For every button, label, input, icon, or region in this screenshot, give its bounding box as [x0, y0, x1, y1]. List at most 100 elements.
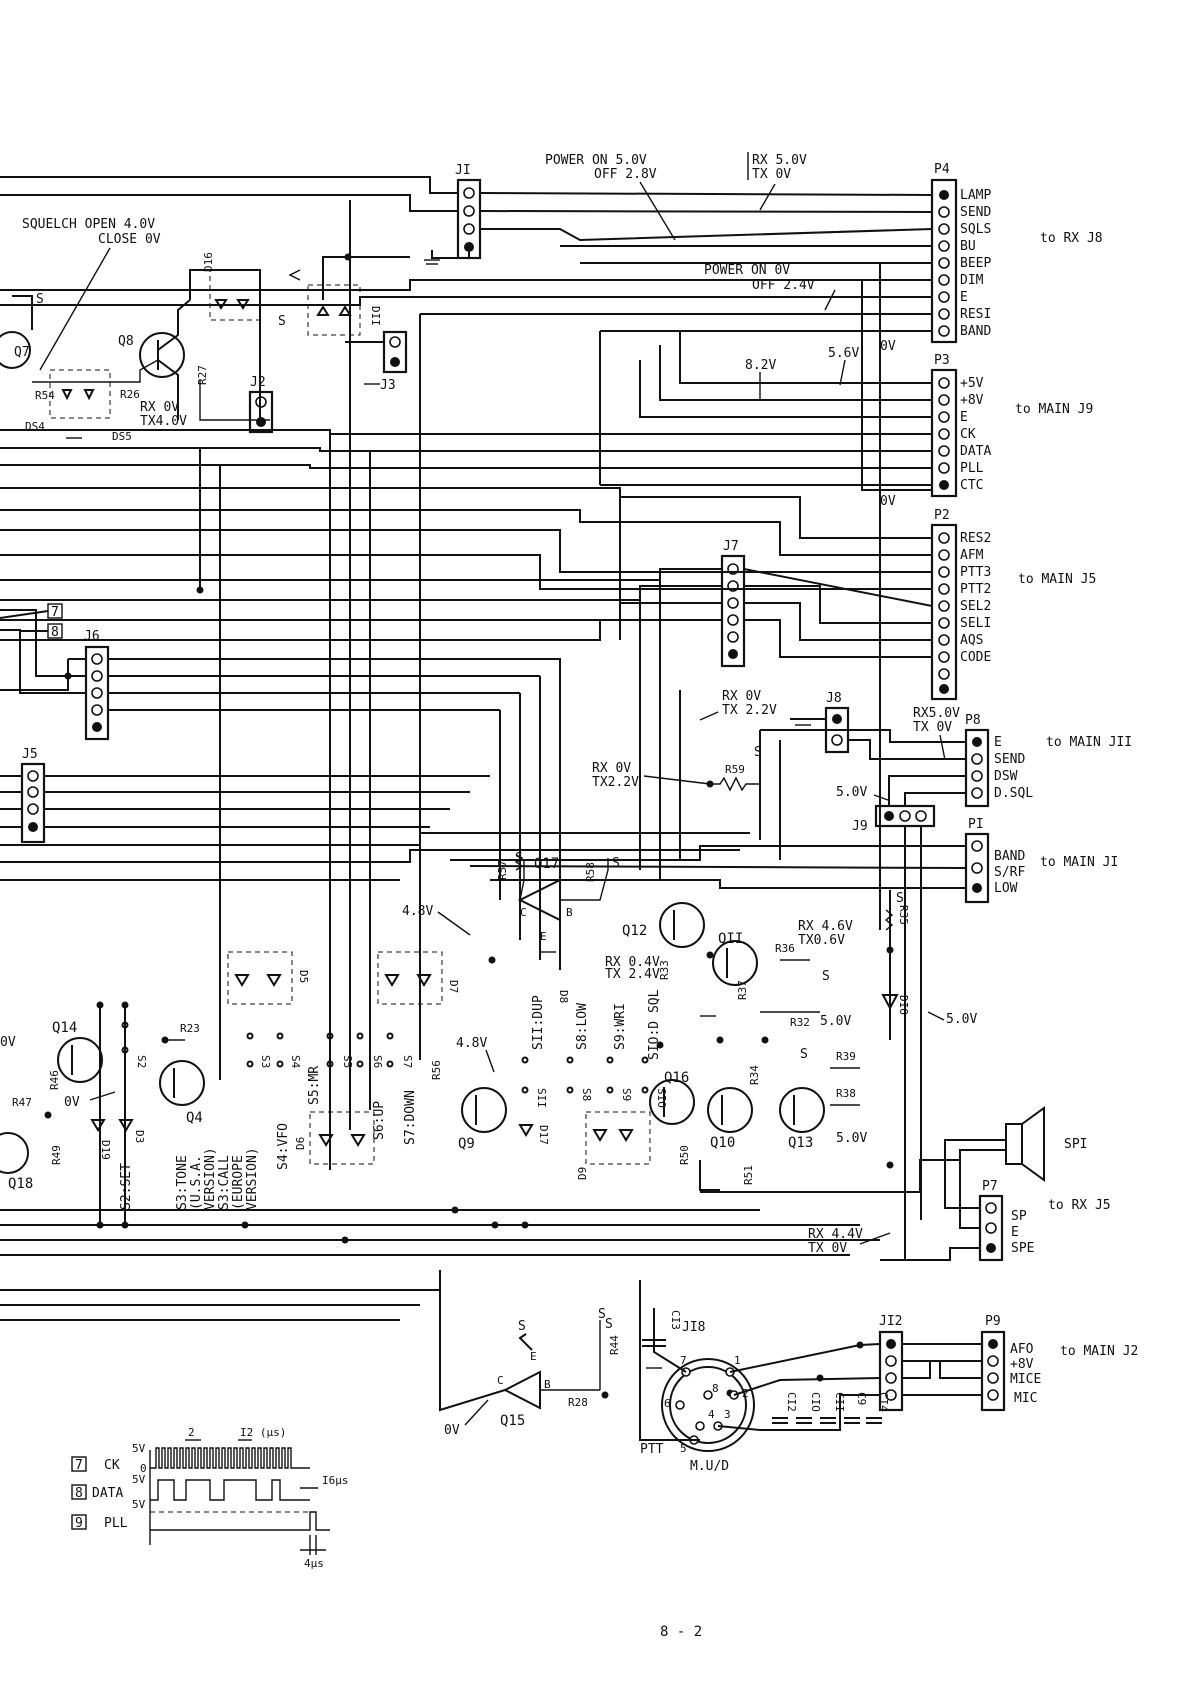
svg-text:R35: R35	[897, 905, 910, 925]
diode-pair-d5	[227, 951, 293, 1005]
p8-pin-1: E	[994, 735, 1002, 750]
p4-pin-4: BU	[960, 239, 976, 254]
svg-text:8: 8	[712, 1382, 719, 1395]
svg-text:Q9: Q9	[458, 1136, 475, 1152]
transistor-q8	[139, 332, 185, 378]
label-rx0v-q8: RX 0V	[140, 400, 179, 415]
speaker-sp1: SPI	[880, 1106, 1087, 1261]
label-ov-p4: 0V	[880, 339, 896, 354]
svg-text:Q15: Q15	[500, 1413, 525, 1429]
svg-text:R34: R34	[748, 1065, 761, 1085]
label-tx40-q8: TX4.0V	[140, 414, 187, 429]
label-power-on: POWER ON 5.0V	[545, 153, 647, 168]
p4-pin-7: E	[960, 290, 968, 305]
p2-pin-3: PTT3	[960, 565, 991, 580]
p2-pin-1: RES2	[960, 531, 991, 546]
svg-text:S9: S9	[620, 1088, 633, 1101]
p8-label: P8	[965, 713, 981, 728]
p1-dest: to MAIN JI	[1040, 855, 1118, 870]
wires-p8-p1	[450, 718, 967, 1260]
page-number: 8 - 2	[660, 1624, 702, 1640]
region-r59: RX 0V TX 2.2V RX5.0V TX 0V RX 0V TX2.2V …	[592, 689, 960, 801]
wires-p3	[0, 331, 932, 486]
svg-text:R59: R59	[725, 763, 745, 776]
svg-text:SIO: SIO	[655, 1088, 668, 1108]
svg-text:5: 5	[680, 1442, 687, 1455]
label-48v-top: 4.8V	[402, 904, 433, 919]
p7-pin-3: SPE	[1011, 1241, 1034, 1256]
connector-j6: J6	[84, 629, 110, 741]
transistor-q12	[659, 902, 705, 948]
timing-pll: PLL	[104, 1516, 128, 1531]
region-q17-q12: Q17 C B E R57 S R58 S Q12 QII R36 RX 4.6…	[402, 851, 977, 1040]
label-82v: 8.2V	[745, 358, 776, 373]
j5-label: J5	[22, 747, 38, 762]
label-j18: JI8	[682, 1320, 705, 1335]
j3-label: J3	[380, 378, 396, 393]
p2-pin-4: PTT2	[960, 582, 991, 597]
svg-text:D5: D5	[297, 970, 310, 983]
svg-text:S5: S5	[341, 1055, 354, 1068]
p1-pin-2: S/RF	[994, 865, 1025, 880]
p2-dest: to MAIN J5	[1018, 572, 1096, 587]
label-ov-q15: 0V	[444, 1423, 460, 1438]
label-rx46: RX 4.6V	[798, 919, 853, 934]
region-q14-q4: Q14 Q4 R23 R46 R47 R49 D19 D3 0V 0V Q18	[0, 1005, 205, 1225]
timing-n7: 7	[75, 1458, 83, 1473]
timing-5v-pll: 5V	[132, 1498, 146, 1511]
svg-text:R27: R27	[196, 365, 209, 385]
connector-j1: JI	[455, 163, 482, 260]
svg-text:Q4: Q4	[186, 1110, 203, 1126]
svg-text:CIO: CIO	[809, 1392, 822, 1412]
p3-pin-5: DATA	[960, 444, 991, 459]
svg-text:S: S	[515, 851, 523, 866]
annotations-top: POWER ON 5.0V OFF 2.8V RX 5.0V TX 0V POW…	[545, 152, 896, 509]
svg-text:DII: DII	[369, 306, 382, 326]
p2-pin-6: SELI	[960, 616, 991, 631]
label-tx0-p8: TX 0V	[913, 720, 952, 735]
timing-5v-data: 5V	[132, 1473, 146, 1486]
svg-text:E: E	[530, 1350, 537, 1363]
transistor-q9	[461, 1087, 507, 1133]
svg-text:D9: D9	[576, 1167, 589, 1180]
label-s7-down: S7:DOWN	[403, 1090, 418, 1145]
svg-text:R44: R44	[608, 1335, 621, 1355]
region-q9-q13: Q9 4.8V R56 Q16 Q10 Q13 5.0V R34 R39 S R…	[430, 1036, 960, 1256]
p4-pin-6: DIM	[960, 273, 984, 288]
label-50v-r32: 5.0V	[820, 1014, 851, 1029]
svg-text:B: B	[566, 906, 573, 919]
transistor-q11	[712, 940, 758, 986]
svg-text:R32: R32	[790, 1016, 810, 1029]
svg-text:D7: D7	[447, 980, 460, 993]
svg-text:R49: R49	[50, 1145, 63, 1165]
p2-pin-7: AQS	[960, 633, 983, 648]
p4-pin-9: BAND	[960, 324, 991, 339]
connector-p7: P7 SP E SPE to RX J5	[978, 1179, 1111, 1262]
svg-text:S: S	[598, 1307, 606, 1322]
label-50v-d10: 5.0V	[946, 1012, 977, 1027]
svg-text:6: 6	[664, 1397, 671, 1410]
timing-t16: I6μs	[322, 1474, 349, 1487]
svg-text:S: S	[800, 1047, 808, 1062]
connector-p9: P9 AFO +8V MICE MIC to MAIN J2	[980, 1314, 1138, 1412]
p1-pin-3: LOW	[994, 881, 1018, 896]
label-tx22-r59: TX2.2V	[592, 775, 639, 790]
connector-j12: JI2	[878, 1314, 904, 1412]
j6-label: J6	[84, 629, 100, 644]
j8-label: J8	[826, 691, 842, 706]
capacitor-bank: CI2 CIO CII C9 CI4	[772, 1392, 890, 1424]
p4-pin-2: SEND	[960, 205, 991, 220]
label-mud: M.U/D	[690, 1459, 729, 1474]
svg-text:S: S	[278, 314, 286, 329]
label-s11-dup: SII:DUP	[531, 995, 546, 1050]
svg-text:B: B	[544, 1378, 551, 1391]
j1-label: JI	[455, 163, 471, 178]
svg-text:R26: R26	[120, 388, 140, 401]
svg-text:R46: R46	[48, 1070, 61, 1090]
diode-pair-d6	[309, 1111, 375, 1165]
svg-text:CI4: CI4	[877, 1392, 890, 1412]
label-squelch-close: CLOSE 0V	[98, 232, 161, 247]
svg-text:C9: C9	[855, 1392, 868, 1405]
p3-pin-6: PLL	[960, 461, 984, 476]
p7-dest: to RX J5	[1048, 1198, 1111, 1213]
